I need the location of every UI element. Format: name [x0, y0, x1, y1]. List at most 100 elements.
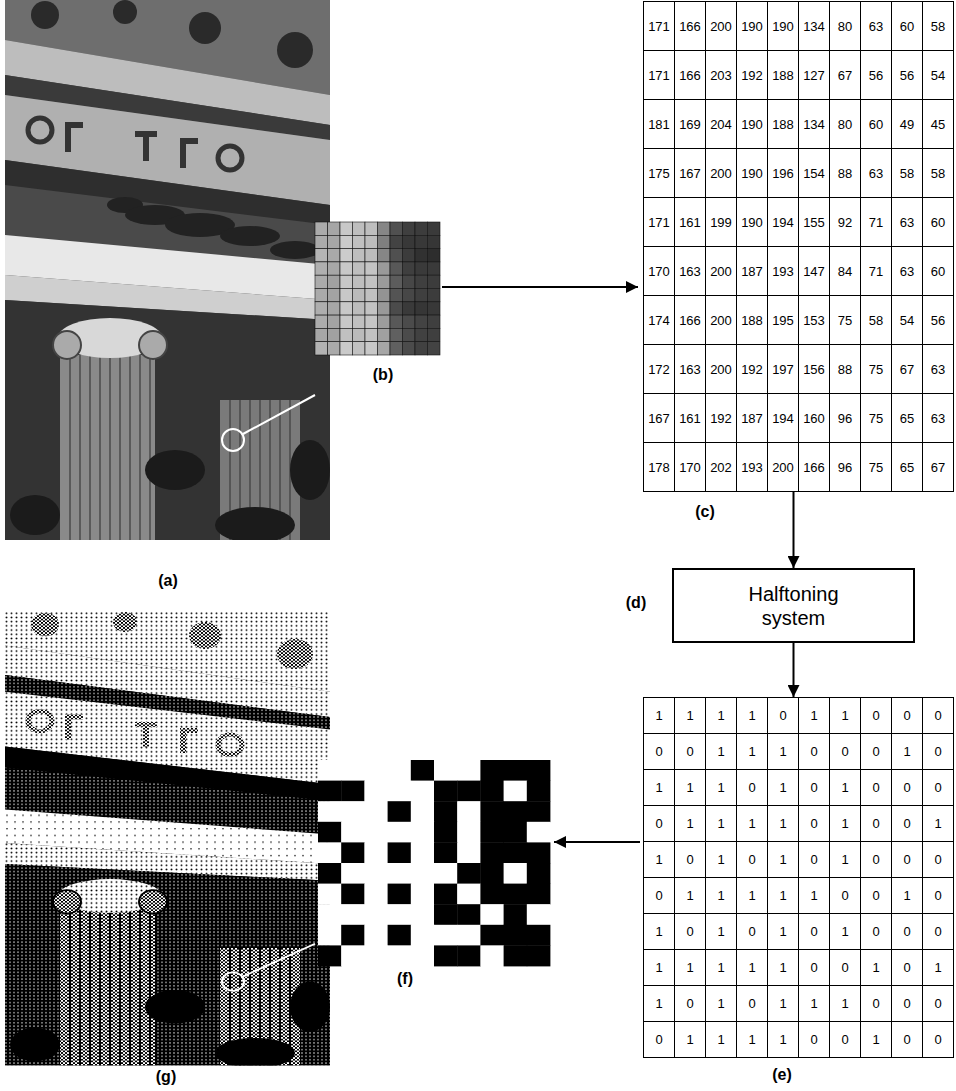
table-cell: 0: [892, 914, 923, 950]
pixel-cell: [428, 235, 441, 248]
table-cell: 1: [675, 698, 706, 734]
table-cell: 96: [830, 443, 861, 492]
table-cell: 1: [737, 734, 768, 770]
binary-pixel: [457, 781, 481, 802]
table-cell: 200: [706, 2, 737, 51]
binary-pixel: [341, 904, 365, 925]
pixel-cell: [340, 315, 353, 328]
table-cell: 1: [892, 878, 923, 914]
table-cell: 202: [706, 443, 737, 492]
table-cell: 1: [644, 986, 675, 1022]
pixel-cell: [340, 289, 353, 302]
table-cell: 71: [861, 198, 892, 247]
figure-part-label: (g): [156, 1068, 176, 1086]
table-cell: 192: [706, 394, 737, 443]
table-cell: 58: [861, 296, 892, 345]
table-cell: 1: [830, 770, 861, 806]
table-cell: 1: [675, 806, 706, 842]
table-cell: 1: [768, 1022, 799, 1058]
table-cell: 200: [706, 345, 737, 394]
pixel-cell: [340, 328, 353, 341]
table-cell: 1: [830, 914, 861, 950]
pixel-cell: [315, 222, 328, 235]
table-cell: 163: [675, 345, 706, 394]
binary-pixel: [480, 925, 504, 946]
table-cell: 190: [768, 2, 799, 51]
binary-pixel: [527, 945, 551, 966]
table-cell: 63: [923, 345, 954, 394]
table-cell: 1: [706, 770, 737, 806]
table-cell: 56: [892, 51, 923, 100]
binary-pixel: [364, 822, 388, 843]
carved-letter: [218, 735, 242, 755]
carved-letter: [218, 146, 242, 170]
pixel-cell: [428, 249, 441, 262]
table-cell: 169: [675, 100, 706, 149]
table-cell: 65: [892, 443, 923, 492]
binary-pixel: [480, 781, 504, 802]
figure-part-label: (e): [772, 1066, 792, 1084]
capital-volute: [53, 331, 81, 359]
binary-pixel: [527, 884, 551, 905]
table-cell: 170: [675, 443, 706, 492]
pixel-cell: [403, 222, 416, 235]
table-cell: 167: [675, 149, 706, 198]
table-cell: 127: [799, 51, 830, 100]
pixel-cell: [315, 328, 328, 341]
table-cell: 49: [892, 100, 923, 149]
figure-part-label: (f): [397, 970, 413, 988]
binary-pixel: [527, 801, 551, 822]
table-cell: 192: [737, 51, 768, 100]
binary-pixel: [434, 801, 458, 822]
capital-volute: [139, 331, 167, 359]
table-cell: 197: [768, 345, 799, 394]
table-cell: 167: [644, 394, 675, 443]
table-cell: 58: [923, 149, 954, 198]
table-cell: 63: [861, 149, 892, 198]
carved-letter: [65, 714, 83, 719]
table-cell: 1: [706, 842, 737, 878]
foliage: [277, 639, 313, 669]
table-cell: 54: [923, 51, 954, 100]
table-cell: 56: [923, 296, 954, 345]
binary-pixel: [434, 822, 458, 843]
pixel-cell: [415, 275, 428, 288]
table-cell: 194: [768, 198, 799, 247]
table-cell: 92: [830, 198, 861, 247]
binary-pixel: [341, 925, 365, 946]
binary-pixel: [411, 822, 435, 843]
table-cell: 0: [923, 1022, 954, 1058]
table-cell: 0: [799, 734, 830, 770]
ivy: [220, 226, 280, 246]
binary-pixel: [434, 863, 458, 884]
pixel-cell: [315, 342, 328, 355]
pixel-cell: [315, 235, 328, 248]
carved-letter: [28, 711, 52, 731]
binary-pixel: [364, 760, 388, 781]
table-cell: 88: [830, 149, 861, 198]
pixel-cell: [328, 262, 341, 275]
binary-pixel: [527, 863, 551, 884]
table-cell: 1: [706, 734, 737, 770]
binary-pixel: [388, 842, 412, 863]
binary-pixel: [457, 945, 481, 966]
pixel-cell: [365, 328, 378, 341]
table-cell: 0: [892, 950, 923, 986]
table-cell: 166: [799, 443, 830, 492]
process-box: Halftoning system: [672, 568, 915, 643]
binary-pixel: [434, 781, 458, 802]
photo-ground: [5, 612, 330, 1066]
pixel-cell: [390, 222, 403, 235]
pixel-cell: [315, 262, 328, 275]
foliage: [277, 32, 313, 68]
table-cell: 0: [737, 986, 768, 1022]
table-cell: 153: [799, 296, 830, 345]
pixel-cell: [365, 222, 378, 235]
binary-pixel: [364, 904, 388, 925]
ivy: [270, 241, 320, 259]
pixel-cell: [403, 249, 416, 262]
pixel-cell: [378, 315, 391, 328]
binary-pixel: [411, 925, 435, 946]
table-cell: 0: [675, 842, 706, 878]
figure-part-label: (d): [626, 594, 646, 612]
